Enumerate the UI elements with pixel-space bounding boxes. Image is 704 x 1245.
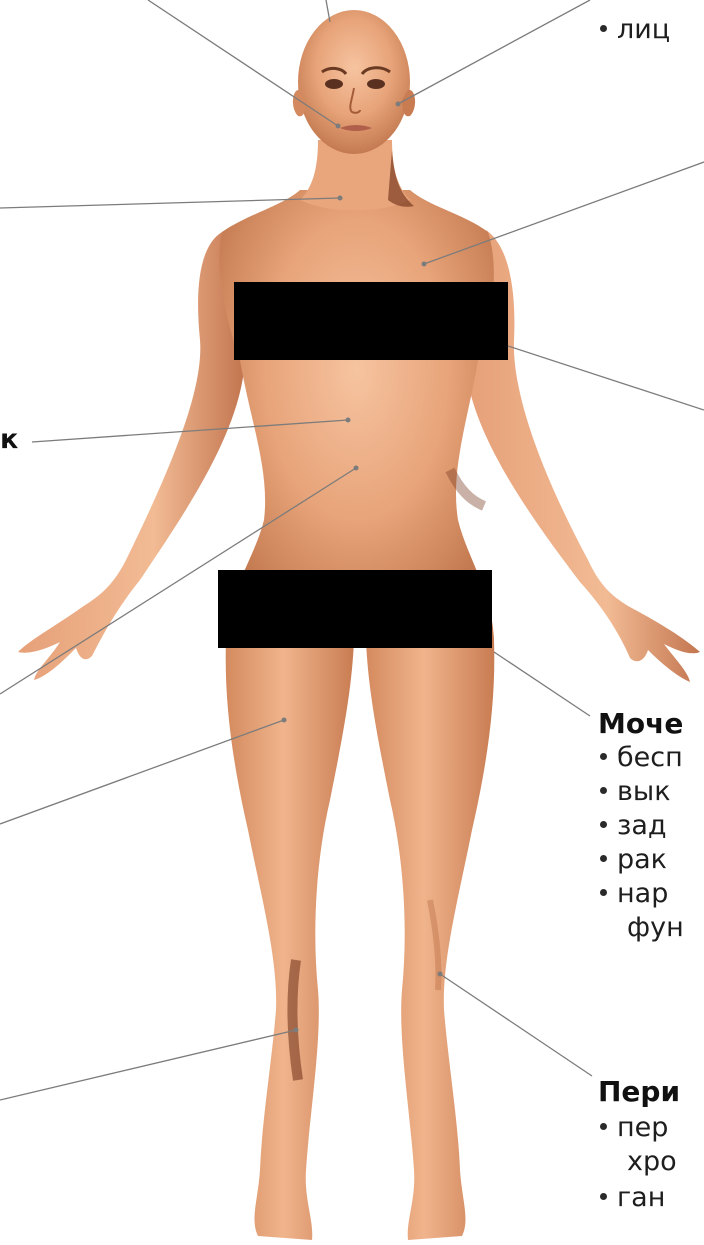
bullet-icon <box>600 855 607 862</box>
label-left-fragment: к <box>0 424 18 455</box>
peripheral-item-1-continued: хро <box>600 1144 677 1180</box>
urinary-item-1: бесп <box>600 740 683 776</box>
censor-bar-chest <box>234 282 508 360</box>
censor-bar-pelvis <box>218 570 492 648</box>
head <box>298 10 410 154</box>
bullet-icon <box>600 889 607 896</box>
urinary-item-5-continued: фун <box>600 910 684 946</box>
bullet-icon <box>600 1123 607 1130</box>
peripheral-item-2: ган <box>600 1180 665 1216</box>
right-leg <box>366 640 494 1240</box>
urinary-item-3: зад <box>600 808 667 844</box>
urinary-item-2: вык <box>600 774 671 810</box>
left-arm <box>18 232 244 680</box>
bullet-icon <box>600 787 607 794</box>
bullet-icon <box>600 25 607 32</box>
urinary-item-4: рак <box>600 842 667 878</box>
urinary-heading: Моче <box>598 706 683 742</box>
label-top-right: лиц <box>600 12 670 48</box>
bullet-icon <box>600 1193 607 1200</box>
bullet-icon <box>600 753 607 760</box>
urinary-item-5: нар <box>600 876 668 912</box>
bullet-icon <box>600 821 607 828</box>
left-leg <box>226 640 354 1240</box>
peripheral-item-1: пер <box>600 1110 668 1146</box>
peripheral-heading: Пери <box>598 1074 680 1110</box>
